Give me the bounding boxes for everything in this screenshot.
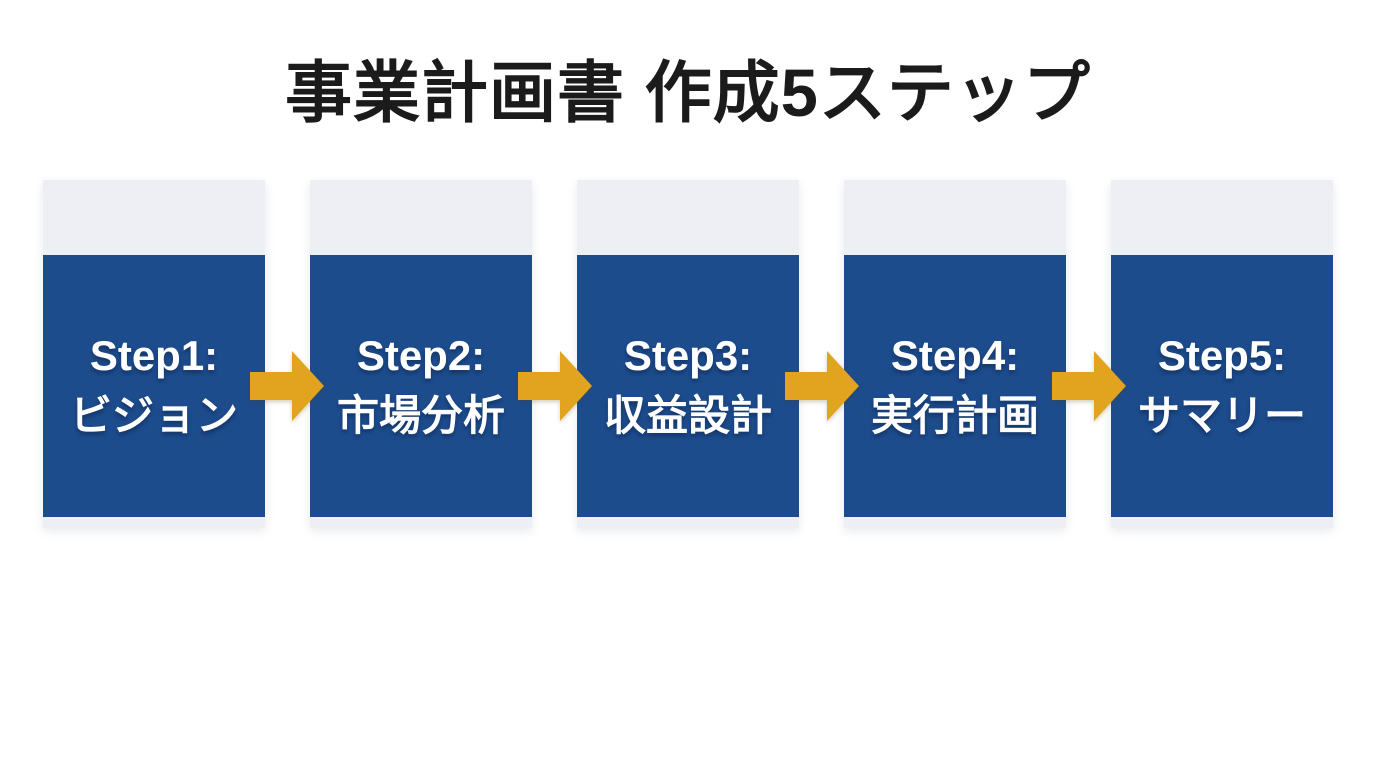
step-label: サマリー	[1137, 391, 1306, 439]
card-top-band	[1111, 180, 1333, 255]
step-number: Step5:	[1157, 332, 1287, 380]
step-flow-diagram: Step1: ビジョン Step2: 市場分析 Step3: 収益設計	[43, 180, 1333, 528]
step-card-1: Step1: ビジョン	[43, 180, 265, 528]
step-number: Step1:	[89, 332, 219, 380]
step-number: Step4:	[890, 332, 1020, 380]
card-bottom-band	[43, 517, 265, 528]
step-number: Step2:	[356, 332, 486, 380]
card-top-band	[577, 180, 799, 255]
arrow-right-icon	[518, 351, 592, 421]
step-card-4: Step4: 実行計画	[844, 180, 1066, 528]
step-label: 市場分析	[336, 391, 505, 439]
card-top-band	[310, 180, 532, 255]
card-top-band	[43, 180, 265, 255]
page-title: 事業計画書 作成5ステップ	[285, 56, 1091, 131]
card-top-band	[844, 180, 1066, 255]
step-label: ビジョン	[69, 391, 238, 439]
card-body: Step4: 実行計画	[844, 255, 1066, 517]
card-body: Step2: 市場分析	[310, 255, 532, 517]
step-label: 実行計画	[870, 391, 1039, 439]
step-card-2: Step2: 市場分析	[310, 180, 532, 528]
card-body: Step5: サマリー	[1111, 255, 1333, 517]
card-bottom-band	[844, 517, 1066, 528]
card-body: Step1: ビジョン	[43, 255, 265, 517]
step-number: Step3:	[623, 332, 753, 380]
card-bottom-band	[310, 517, 532, 528]
arrow-right-icon	[250, 351, 324, 421]
step-card-5: Step5: サマリー	[1111, 180, 1333, 528]
step-label: 収益設計	[603, 391, 772, 439]
arrow-right-icon	[785, 351, 859, 421]
step-card-3: Step3: 収益設計	[577, 180, 799, 528]
arrow-right-icon	[1052, 351, 1126, 421]
card-bottom-band	[577, 517, 799, 528]
card-body: Step3: 収益設計	[577, 255, 799, 517]
card-bottom-band	[1111, 517, 1333, 528]
